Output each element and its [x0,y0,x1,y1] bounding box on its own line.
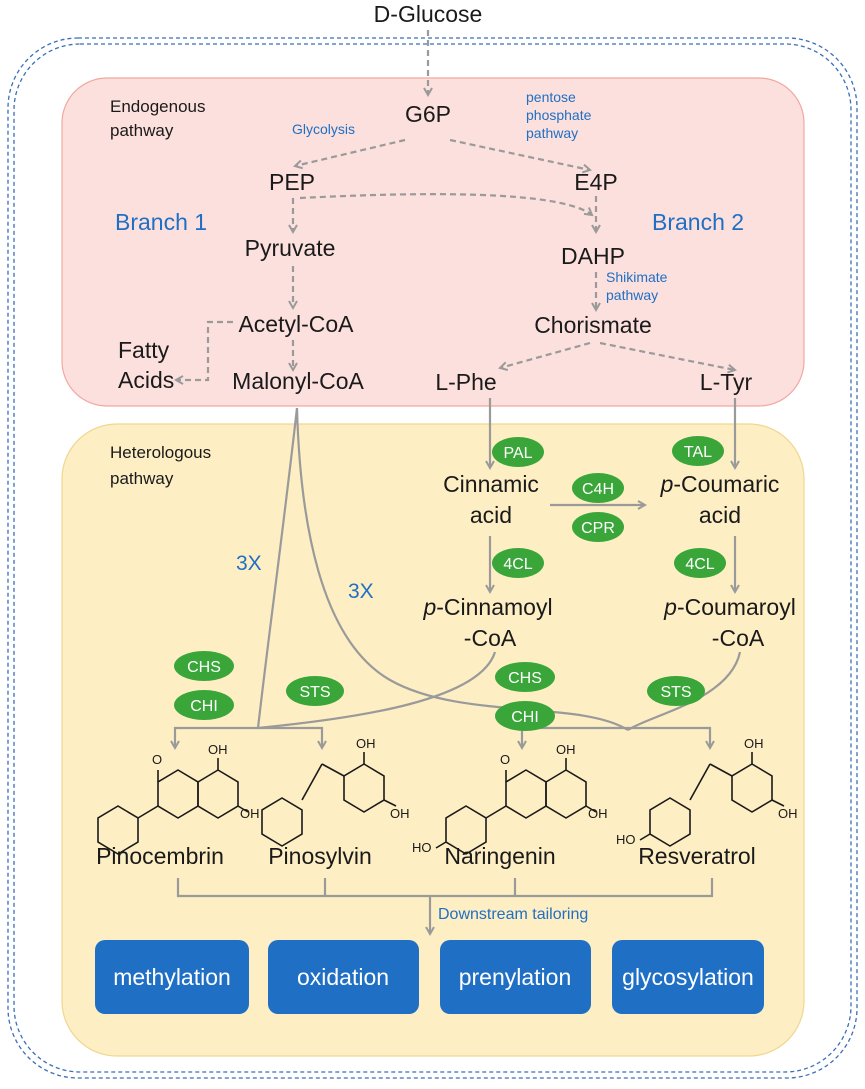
enzyme-4cl-left: 4CL [492,548,544,578]
pinocembrin-structure: O OH OH [97,742,260,855]
l-tyr-node: L-Tyr [700,369,753,395]
enzyme-sts-left: STS [286,676,344,706]
svg-text:4CL: 4CL [503,556,532,573]
svg-text:methylation: methylation [113,964,231,990]
cell-membrane-outer [7,37,858,1079]
svg-text:O: O [152,752,162,767]
p-coumaric-acid-node: p-Coumaric [660,471,780,497]
methylation-button[interactable]: methylation [95,940,249,1014]
enzyme-4cl-right: 4CL [674,548,726,578]
g6p-node: G6P [405,101,451,127]
branch2-label: Branch 2 [652,209,744,235]
downstream-tailoring-label: Downstream tailoring [438,906,588,923]
svg-text:CHS: CHS [508,670,542,687]
p-cinnamoyl-coa-node: p-Cinnamoyl [422,594,552,620]
svg-text:oxidation: oxidation [297,964,389,990]
l-phe-node: L-Phe [435,369,496,395]
pinocembrin-label: Pinocembrin [96,843,224,869]
resveratrol-label: Resveratrol [638,843,756,869]
pinosylvin-label: Pinosylvin [268,843,372,869]
svg-text:OH: OH [744,736,764,751]
enzyme-chs-right: CHS [495,662,555,692]
endogenous-region [61,77,805,407]
enzyme-pal: PAL [492,437,544,467]
svg-text:O: O [500,752,510,767]
svg-text:STS: STS [299,684,330,701]
p-coumaroyl-coa-line2: -CoA [712,625,765,651]
svg-text:CHS: CHS [187,659,221,676]
pep-node: PEP [269,169,315,195]
svg-text:HO: HO [616,832,636,847]
enzyme-cpr: CPR [572,512,624,542]
svg-text:CPR: CPR [581,520,615,537]
enzyme-chi-left: CHI [174,690,234,720]
malonyl-coa-node: Malonyl-CoA [232,368,364,394]
svg-text:OH: OH [588,806,608,821]
svg-text:OH: OH [356,736,376,751]
naringenin-label: Naringenin [444,843,555,869]
svg-text:PAL: PAL [503,445,532,462]
p-coumaroyl-coa-node: p-Coumaroyl [663,594,796,620]
svg-text:OH: OH [208,742,228,757]
d-glucose-label: D-Glucose [374,1,483,27]
svg-text:4CL: 4CL [685,556,714,573]
enzyme-sts-right: STS [647,676,705,706]
svg-text:C4H: C4H [582,481,614,498]
cell-membrane-inner [13,43,852,1073]
dahp-node: DAHP [561,243,625,269]
naringenin-structure: O OH OH HO [412,742,608,855]
p-cinnamoyl-coa-line2: -CoA [464,625,517,651]
oxidation-button[interactable]: oxidation [268,940,419,1014]
heterologous-region [61,423,805,1057]
glycosylation-button[interactable]: glycosylation [612,940,764,1014]
pinosylvin-structure: OH OH [261,736,410,847]
acetyl-coa-node: Acetyl-CoA [238,311,354,337]
three-x-left-label: 3X [236,552,262,575]
prenylation-button[interactable]: prenylation [440,940,591,1014]
svg-text:OH: OH [240,806,260,821]
svg-text:CHI: CHI [190,698,218,715]
three-x-right-label: 3X [348,580,374,603]
p-coumaric-acid-line2: acid [699,502,741,528]
resveratrol-structure: OH OH HO [616,736,798,847]
enzyme-chi-right: CHI [495,701,555,731]
enzyme-c4h: C4H [572,473,624,503]
svg-text:OH: OH [778,806,798,821]
chorismate-node: Chorismate [534,312,652,338]
svg-text:prenylation: prenylation [459,964,572,990]
svg-text:CHI: CHI [511,709,539,726]
glycolysis-label: Glycolysis [292,121,355,137]
svg-text:HO: HO [412,840,432,855]
svg-text:STS: STS [660,684,691,701]
enzyme-tal: TAL [672,436,724,466]
e4p-node: E4P [574,169,617,195]
svg-text:glycosylation: glycosylation [622,964,754,990]
enzyme-chs-left: CHS [174,651,234,681]
svg-text:OH: OH [390,806,410,821]
branch1-label: Branch 1 [115,209,207,235]
svg-text:OH: OH [556,742,576,757]
pyruvate-node: Pyruvate [245,235,336,261]
svg-text:TAL: TAL [684,444,712,461]
